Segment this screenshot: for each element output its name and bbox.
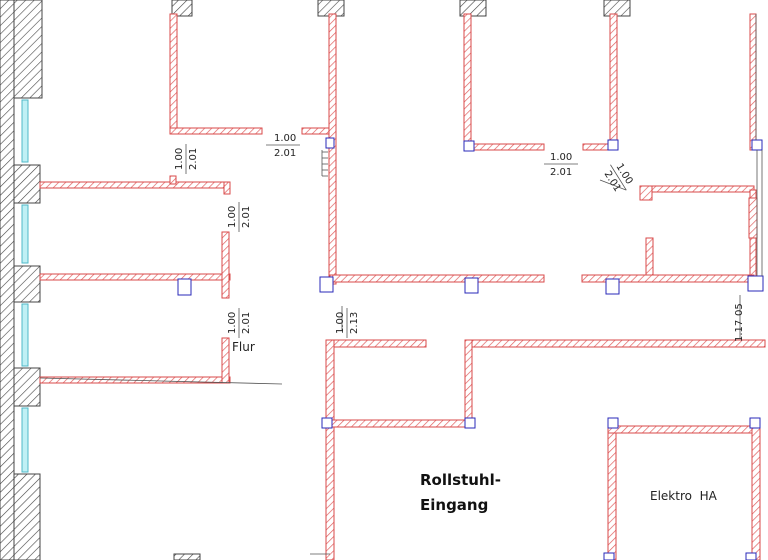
- thin-lines: [39, 14, 763, 555]
- door-width: 1.00: [550, 152, 572, 163]
- wall: [749, 13, 757, 151]
- room-label-flur: Flur: [232, 340, 255, 354]
- column: [464, 417, 476, 429]
- room-label-rollstuhl-line2: Eingang: [420, 496, 488, 514]
- wall: [169, 13, 178, 135]
- exterior-pier-5: [13, 473, 41, 560]
- wall: [221, 337, 230, 384]
- room-label-elektro: Elektro HA: [650, 489, 718, 503]
- column: [319, 276, 334, 293]
- door-height: 05: [734, 303, 745, 316]
- wall: [463, 143, 545, 151]
- wall: [329, 419, 473, 428]
- door-label-d1: 1.00 2.01: [266, 133, 300, 159]
- door-height: 2.01: [241, 312, 252, 334]
- door-label-d8: 1.17 05: [734, 303, 745, 342]
- wall: [329, 274, 545, 283]
- column: [321, 417, 333, 429]
- exterior-wall-left: [0, 0, 15, 560]
- wall: [221, 231, 230, 299]
- wall: [463, 13, 472, 150]
- wall: [169, 127, 263, 135]
- wall: [647, 185, 755, 193]
- door-label-d7: 1.00 2.01: [602, 162, 635, 194]
- window-3: [21, 303, 29, 367]
- column: [177, 278, 192, 296]
- exterior-stub-bottom: [173, 553, 201, 560]
- column: [603, 552, 615, 560]
- wall: [607, 425, 759, 434]
- wall: [464, 339, 473, 426]
- window-1: [21, 99, 29, 163]
- door-width: 1.17: [734, 320, 745, 342]
- door-width: 1.00: [274, 133, 296, 144]
- exterior-stub-top-1: [171, 0, 193, 17]
- column: [745, 552, 757, 560]
- door-width: 1.00: [174, 148, 185, 170]
- exterior-pier-4: [13, 367, 41, 407]
- column: [325, 137, 335, 149]
- window-2: [21, 204, 29, 264]
- door-height: 2.01: [274, 148, 296, 159]
- exterior-pier-1: [13, 0, 43, 99]
- wall: [607, 425, 617, 560]
- door-label-d2: 1.00 2.01: [174, 144, 199, 174]
- wall: [639, 185, 653, 201]
- wall: [751, 425, 761, 560]
- exterior-stub-top-3: [459, 0, 487, 17]
- wall: [329, 339, 427, 348]
- door-height: 2.13: [349, 312, 360, 334]
- door-label-d3: 1.00 2.01: [227, 202, 252, 232]
- column: [605, 278, 620, 295]
- exterior-walls: [0, 0, 631, 560]
- door-height: 2.01: [550, 167, 572, 178]
- exterior-pier-2: [13, 164, 41, 204]
- window-4: [21, 407, 29, 473]
- interior-walls: [39, 13, 766, 560]
- door-width: 1.00: [227, 312, 238, 334]
- column: [747, 275, 764, 292]
- wall: [609, 13, 618, 151]
- room-label-rollstuhl-line1: Rollstuhl-: [420, 471, 501, 489]
- wall: [645, 237, 654, 281]
- door-label-d5: 1.00 2.13: [335, 308, 360, 338]
- windows: [21, 99, 29, 473]
- door-label-d4: 1.00 2.01: [227, 308, 252, 338]
- column: [463, 140, 475, 152]
- column: [464, 277, 479, 294]
- column: [749, 417, 761, 429]
- door-label-d6: 1.00 2.01: [544, 152, 578, 178]
- column: [607, 139, 619, 151]
- wall: [328, 13, 337, 285]
- door-height: 2.01: [241, 206, 252, 228]
- column: [607, 417, 619, 429]
- wall: [223, 181, 231, 195]
- door-width: 1.00: [227, 206, 238, 228]
- column: [751, 139, 763, 151]
- columns: [177, 137, 764, 560]
- wall: [325, 339, 335, 560]
- door-height: 2.01: [188, 148, 199, 170]
- wall: [748, 197, 758, 239]
- wall: [39, 273, 231, 281]
- exterior-pier-3: [13, 265, 41, 303]
- wall: [169, 175, 177, 185]
- wall: [301, 127, 331, 135]
- wall: [464, 339, 766, 348]
- wall: [39, 181, 231, 189]
- door-width: 1.00: [335, 312, 346, 334]
